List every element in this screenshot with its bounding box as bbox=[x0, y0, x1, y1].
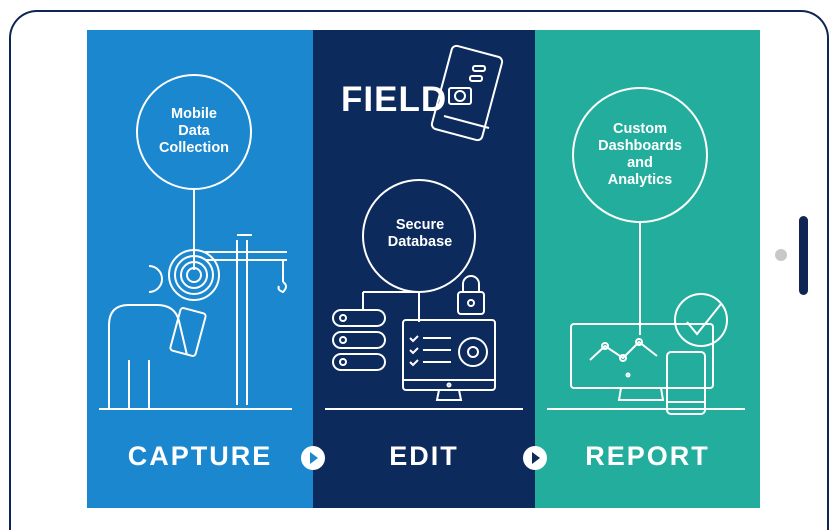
capture-panel: Mobile Data Collection CAPTURE bbox=[87, 30, 313, 508]
person-icon bbox=[108, 265, 188, 409]
lock-icon bbox=[457, 275, 485, 315]
phone-icon bbox=[169, 307, 207, 357]
edit-circle-label: Secure Database bbox=[387, 217, 453, 250]
edit-label: EDIT bbox=[389, 441, 459, 471]
edit-panel: FIELD Secure Database EDIT bbox=[313, 30, 535, 508]
phone-icon bbox=[666, 351, 706, 415]
checklist-icon bbox=[409, 335, 451, 367]
arrow-right-icon bbox=[301, 446, 325, 470]
touch-icon bbox=[168, 249, 220, 301]
report-circle-label: Custom Dashboards and Analytics bbox=[598, 121, 682, 188]
tablet-camera-icon bbox=[430, 44, 504, 142]
server-icon bbox=[332, 291, 419, 371]
checkmark-icon bbox=[674, 293, 728, 347]
chart-icon bbox=[589, 338, 658, 362]
arrow-right-icon bbox=[523, 446, 547, 470]
monitor-icon bbox=[570, 323, 714, 401]
monitor-icon bbox=[402, 319, 496, 401]
device-button bbox=[799, 216, 808, 295]
capture-circle-label: Mobile Data Collection bbox=[158, 106, 230, 156]
gear-icon bbox=[458, 337, 488, 367]
field-title: FIELD bbox=[341, 80, 448, 119]
report-label: REPORT bbox=[585, 441, 710, 471]
report-panel: Custom Dashboards and Analytics REPORT bbox=[535, 30, 760, 508]
camera-icon bbox=[775, 249, 787, 261]
capture-label: CAPTURE bbox=[127, 441, 273, 471]
crane-icon bbox=[205, 234, 287, 405]
